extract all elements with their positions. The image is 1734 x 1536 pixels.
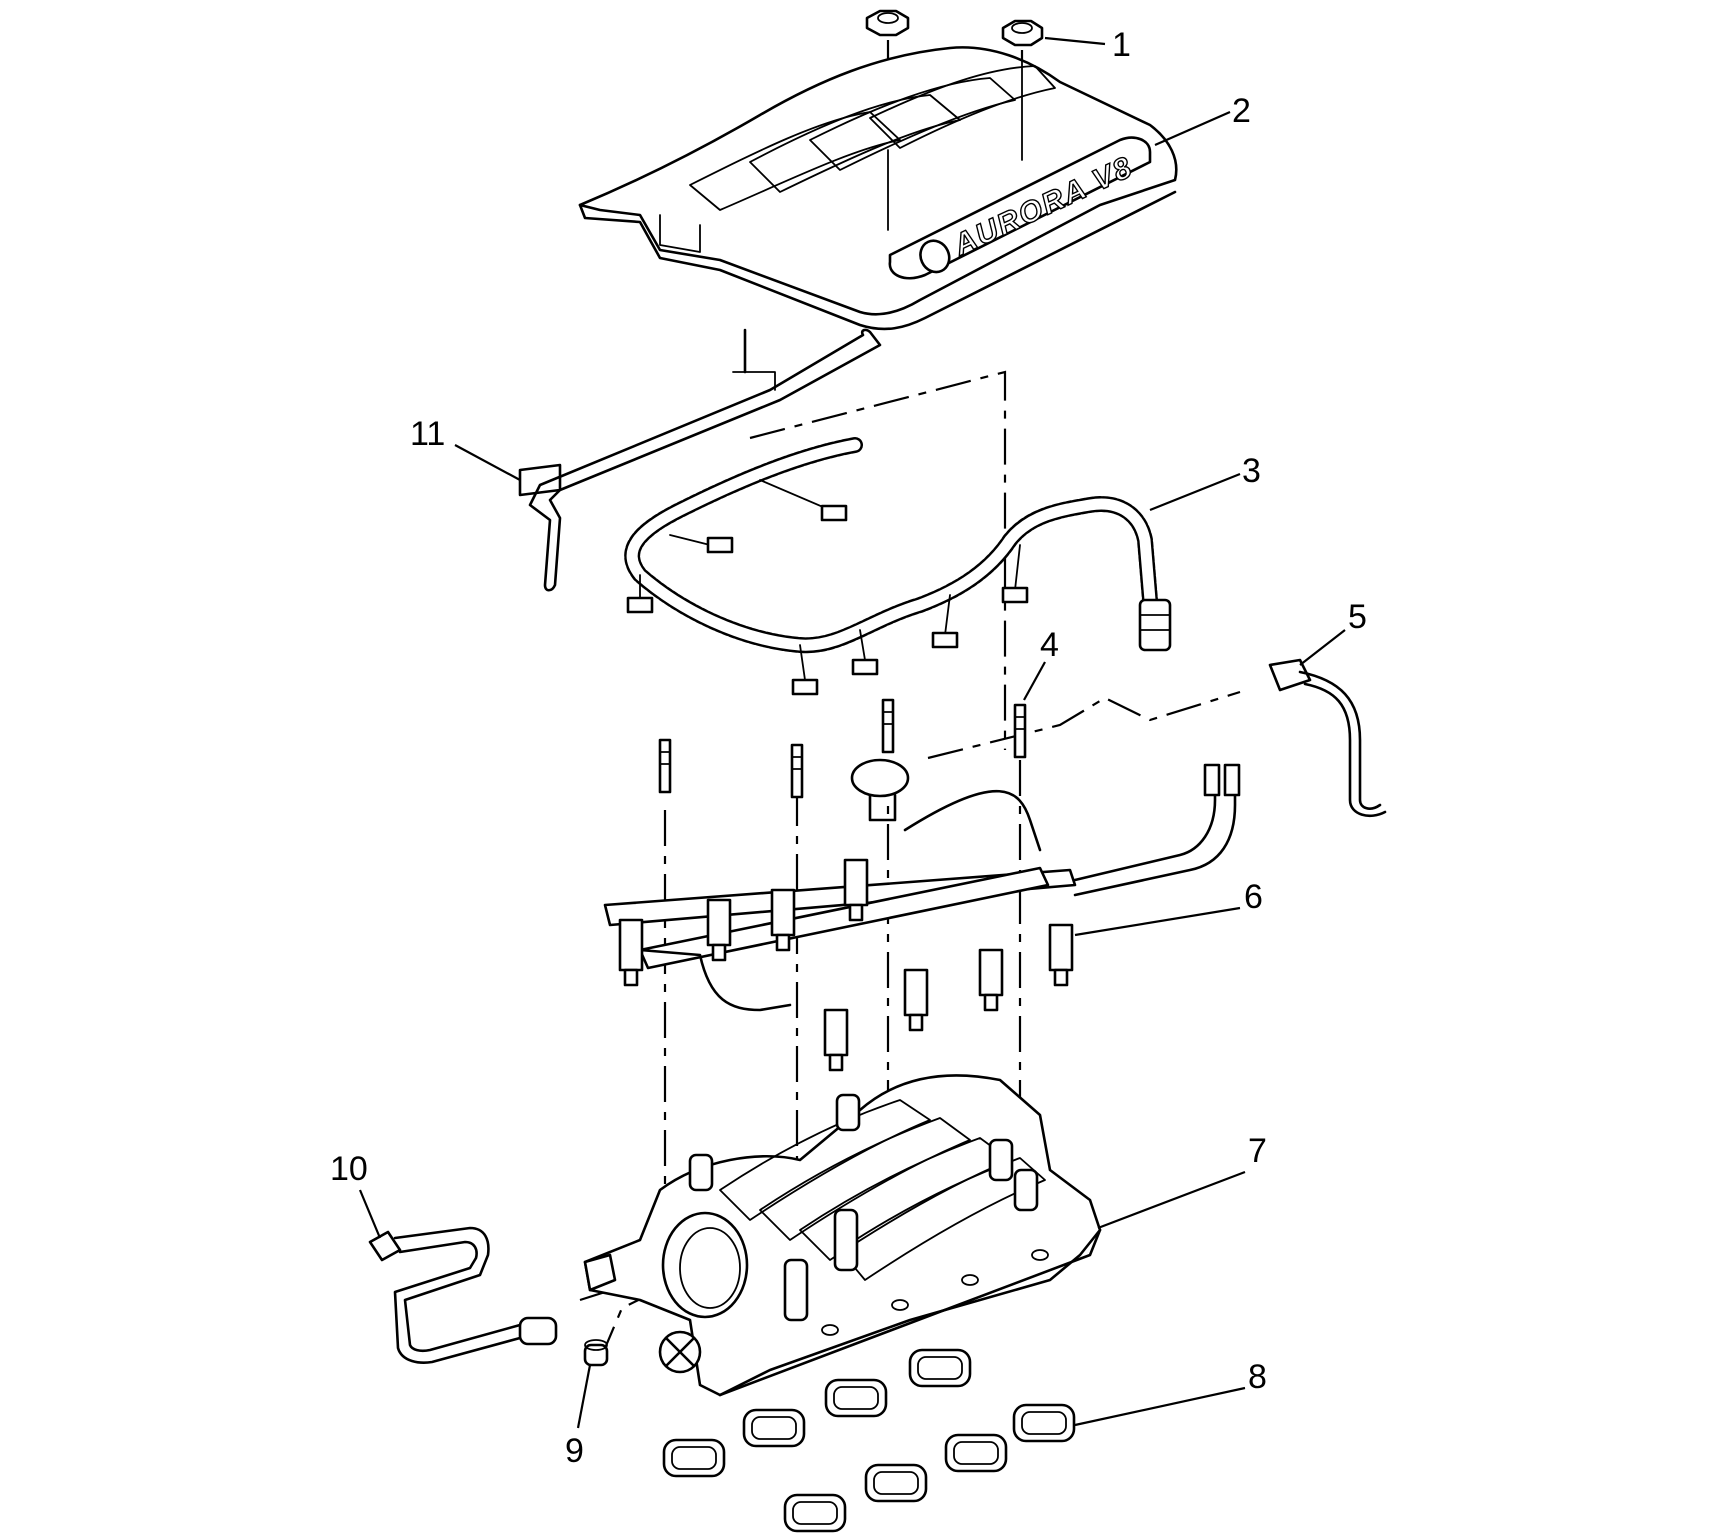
plug	[583, 1339, 609, 1367]
fastener-left	[865, 9, 910, 37]
fuel-rail-and-injectors	[603, 758, 1241, 1072]
leader-lines	[358, 36, 1346, 1429]
callout-7: 7	[1248, 1132, 1267, 1170]
fuel-injector-harness	[624, 437, 1172, 696]
callout-1: 1	[1112, 26, 1131, 64]
intake-manifold	[583, 1074, 1102, 1397]
studs	[658, 698, 1027, 799]
callout-6: 6	[1244, 878, 1263, 916]
callout-2: 2	[1232, 92, 1251, 130]
callout-9: 9	[565, 1432, 584, 1470]
callout-11: 11	[410, 415, 445, 453]
callout-3: 3	[1242, 452, 1261, 490]
bracket-tube	[518, 328, 882, 592]
pcv-hose	[368, 1226, 558, 1364]
engine-cover: AURORA V8	[578, 46, 1178, 331]
callout-labels: 1 2 3 4 5 6 7 8 9 10 11	[330, 26, 1367, 1470]
intake-gaskets	[662, 1348, 1076, 1533]
callout-5: 5	[1348, 598, 1367, 636]
callout-4: 4	[1040, 626, 1059, 664]
vacuum-hose	[1268, 658, 1387, 817]
callout-8: 8	[1248, 1358, 1267, 1396]
fastener-right	[1001, 19, 1044, 47]
callout-10: 10	[330, 1150, 368, 1188]
